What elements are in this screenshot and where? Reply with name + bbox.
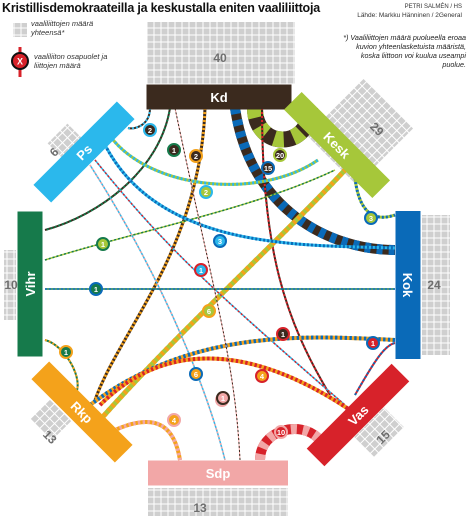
party-bar-vas: Vas [306, 363, 410, 467]
alliance-marker-rkp-sdp: 4 [167, 413, 181, 427]
alliance-marker-kesk-rkp: 6 [202, 304, 216, 318]
total-label-kd: 40 [213, 51, 227, 65]
alliance-marker-rkp-vas: 4 [255, 369, 269, 383]
alliance-count-kd-vihr: 1 [172, 146, 176, 155]
alliance-marker-rkp-kok: 6 [189, 367, 203, 381]
alliance-count-kd-kesk: 20 [276, 151, 284, 160]
legend-grid-swatch [13, 23, 27, 37]
alliance-marker-kesk-vihr: 1 [96, 237, 110, 251]
legend-total-label: vaaliliittojen määrä yhteensä* [31, 19, 94, 37]
total-grid-ps [47, 123, 85, 161]
alliance-marker-vas-kok: 1 [366, 336, 380, 350]
alliance-marker-kd-vas: 1 [276, 327, 290, 341]
alliance-count-vihr-rkp: 1 [64, 348, 68, 357]
alliance-line-kd-ps [127, 107, 151, 130]
alliance-line-kesk-vihr [44, 169, 336, 261]
alliance-line-ps-kok [103, 144, 396, 250]
alliance-marker-vihr-rkp: 1 [59, 345, 73, 359]
total-grid-sdp [148, 488, 288, 516]
alliance-marker-kesk-ps: 2 [199, 185, 213, 199]
alliance-marker-kd-vihr: 1 [167, 143, 181, 157]
party-bar-vihr: Vihr [17, 211, 43, 357]
svg-text:X: X [17, 57, 23, 67]
alliance-count-ps-kok: 3 [218, 237, 222, 246]
alliance-marker-ps-vas: 1 [194, 263, 208, 277]
alliance-line-kd-vihr [44, 107, 171, 231]
alliance-line-vas-kok [354, 342, 396, 396]
legend-pair-label: vaaliliiton osapuolet ja liittojen määrä [34, 52, 108, 70]
alliance-line-rkp-sdp [114, 419, 182, 461]
alliance-line-kd-vas [261, 107, 331, 396]
total-grid-vihr [4, 250, 16, 320]
alliance-count-sdp-kd: 1 [221, 394, 225, 403]
party-label-vihr: Vihr [23, 271, 38, 296]
total-label-kok: 24 [427, 278, 441, 292]
alliance-count-kesk-rkp: 6 [207, 307, 211, 316]
alliance-line-sdp-kd [174, 107, 241, 461]
party-bar-sdp: Sdp [148, 460, 288, 486]
alliance-count-kd-rkp: 2 [194, 152, 198, 161]
total-grid-kd [147, 22, 295, 84]
party-bar-kok: Kok [395, 211, 421, 359]
alliance-line-kesk-rkp [98, 168, 347, 422]
alliance-marker-kesk-kok: 3 [364, 211, 378, 225]
alliance-count-kd-vas: 1 [281, 330, 285, 339]
alliance-marker-kd-kok: 15 [261, 161, 275, 175]
alliance-count-vihr-kok: 1 [94, 285, 98, 294]
alliance-marker-kd-ps: 2 [143, 123, 157, 137]
alliance-count-kesk-ps: 2 [204, 188, 208, 197]
alliance-count-rkp-sdp: 4 [172, 416, 177, 425]
alliance-marker-vihr-kok: 1 [89, 282, 103, 296]
author-credit: PETRI SALMÉN / HS [404, 4, 462, 10]
alliance-line-rkp-vas [98, 356, 352, 412]
legend-pair-symbol: X [11, 47, 29, 77]
party-bar-ps: Ps [33, 101, 135, 203]
alliance-count-kd-kok: 15 [264, 164, 272, 173]
total-label-sdp: 13 [193, 501, 207, 515]
page-title: Kristillisdemokraateilla ja keskustalla … [2, 1, 321, 15]
total-grid-kok [422, 215, 450, 355]
alliance-line-ps-sdp [89, 164, 226, 461]
total-label-vihr: 10 [4, 278, 18, 292]
alliance-count-rkp-kok: 6 [194, 370, 198, 379]
alliance-marker-kd-rkp: 2 [189, 149, 203, 163]
alliance-count-ps-vas: 1 [199, 266, 203, 275]
total-grid-vas [354, 407, 404, 457]
alliance-marker-vas-sdp: 10 [274, 425, 288, 439]
party-label-sdp: Sdp [206, 466, 231, 481]
source-credit: Lähde: Markku Hänninen / 2General [357, 12, 462, 19]
alliance-count-vas-sdp: 10 [277, 428, 285, 437]
alliance-count-kesk-kok: 3 [369, 214, 373, 223]
total-grid-rkp [30, 399, 72, 441]
party-bar-kd: Kd [146, 84, 292, 110]
alliance-markers: 201521212316311116441101 [59, 123, 380, 439]
party-label-kd: Kd [210, 90, 227, 105]
alliance-line-kesk-ps [108, 135, 319, 186]
alliance-line-vas-sdp [255, 424, 322, 461]
alliance-count-kesk-vihr: 1 [101, 240, 105, 249]
alliance-line-ps-vas [94, 159, 346, 406]
party-label-kok: Kok [400, 273, 415, 298]
alliance-count-rkp-vas: 4 [260, 372, 265, 381]
alliance-marker-kd-kesk: 20 [273, 148, 287, 162]
alliance-marker-ps-kok: 3 [213, 234, 227, 248]
alliance-marker-sdp-kd: 1 [216, 391, 230, 405]
alliance-count-kd-ps: 2 [148, 126, 152, 135]
alliance-line-rkp-kok [88, 335, 396, 407]
alliance-count-vas-kok: 1 [371, 339, 375, 348]
footnote: *) Vaaliliittojen määrä puolueella eroaa… [343, 33, 466, 69]
